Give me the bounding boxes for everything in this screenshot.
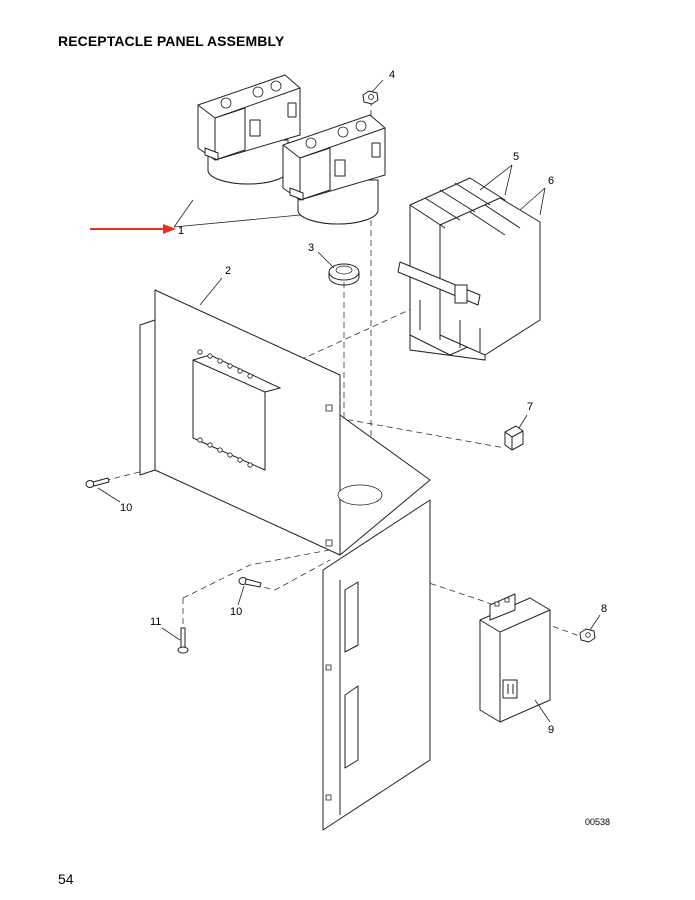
- relay-front: [282, 114, 386, 225]
- grommet-part-3: [328, 263, 360, 286]
- callout-5: 5: [513, 151, 519, 163]
- callout-labels: 1 2 3 4 5 6 7 8 9 10 10 11: [120, 69, 607, 736]
- mounting-plate: [322, 499, 431, 831]
- callout-4: 4: [389, 69, 395, 81]
- circuit-breaker-stack: [397, 177, 541, 361]
- panel-bracket-part-2: [139, 289, 431, 556]
- screw-part-10-center: [238, 577, 262, 588]
- receptacle-part-9: [479, 593, 551, 723]
- leader-lines: [97, 79, 601, 723]
- callout-9: 9: [548, 724, 554, 736]
- callout-10-left: 10: [120, 502, 132, 514]
- callout-8: 8: [601, 603, 607, 615]
- callout-10-center: 10: [230, 606, 242, 618]
- screw-part-11: [177, 627, 189, 654]
- callout-1: 1: [178, 225, 184, 237]
- callout-7: 7: [527, 401, 533, 413]
- panel-mounting-holes: [197, 349, 333, 547]
- nut-part-4: [362, 90, 379, 105]
- page-number: 54: [58, 871, 74, 887]
- screw-part-10-left: [85, 477, 110, 488]
- callout-11: 11: [150, 616, 161, 628]
- callout-6: 6: [548, 175, 554, 187]
- callout-2: 2: [225, 265, 231, 277]
- page-title: RECEPTACLE PANEL ASSEMBLY: [58, 33, 285, 49]
- nut-part-8: [579, 628, 596, 643]
- clip-part-7: [504, 425, 524, 451]
- callout-3: 3: [308, 242, 314, 254]
- pointer-arrow: [90, 224, 176, 234]
- drawing-number: 00538: [585, 817, 611, 827]
